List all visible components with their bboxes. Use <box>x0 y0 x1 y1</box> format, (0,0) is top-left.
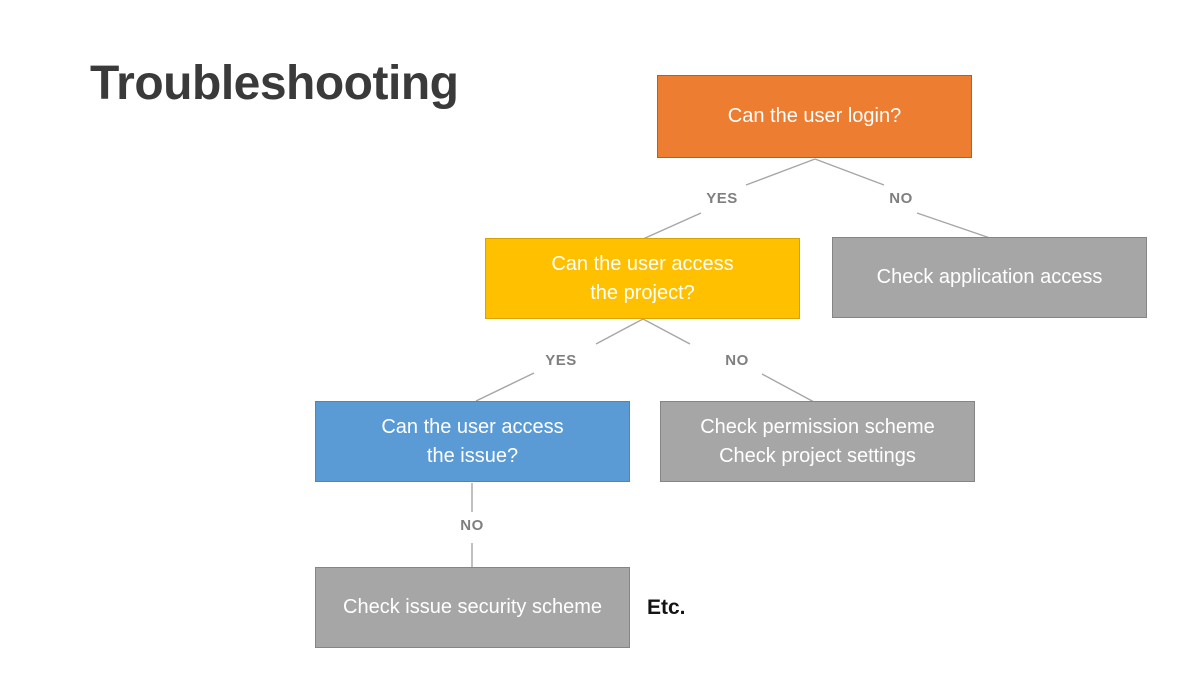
node-label: Can the user access <box>551 252 734 275</box>
node-label: Check project settings <box>719 444 916 467</box>
connector-project-no-lower <box>761 373 815 403</box>
node-label: Check issue security scheme <box>343 596 602 618</box>
edge-label-yes: YES <box>545 352 577 369</box>
connector-login-no-upper <box>814 158 885 186</box>
node-label: Can the user login? <box>727 105 902 127</box>
connector-login-no-lower <box>916 212 991 239</box>
node-can-user-access-project: Can the user access the project? <box>485 238 800 319</box>
edge-label-no: NO <box>460 517 484 534</box>
node-can-user-login: Can the user login? <box>657 75 972 158</box>
connector-project-no-upper <box>642 318 691 345</box>
edge-label-no: NO <box>725 352 749 369</box>
connector-login-yes-lower <box>642 212 702 240</box>
node-label: the project? <box>590 281 695 304</box>
node-check-application-access: Check application access <box>832 237 1147 318</box>
node-check-issue-security-scheme: Check issue security scheme <box>315 567 630 648</box>
edge-label-yes: YES <box>706 190 738 207</box>
node-label: Can the user access <box>381 415 564 438</box>
connector-login-yes-upper <box>745 158 816 186</box>
node-label: Check permission scheme <box>700 415 935 438</box>
etc-label: Etc. <box>647 596 686 619</box>
connector-project-yes-upper <box>595 318 644 345</box>
page-title: Troubleshooting <box>90 57 459 110</box>
connector-project-yes-lower <box>475 372 535 402</box>
node-can-user-access-issue: Can the user access the issue? <box>315 401 630 482</box>
node-label: the issue? <box>426 444 519 467</box>
node-check-permission-scheme: Check permission scheme Check project se… <box>660 401 975 482</box>
node-label: Check application access <box>876 266 1103 288</box>
edge-label-no: NO <box>889 190 913 207</box>
